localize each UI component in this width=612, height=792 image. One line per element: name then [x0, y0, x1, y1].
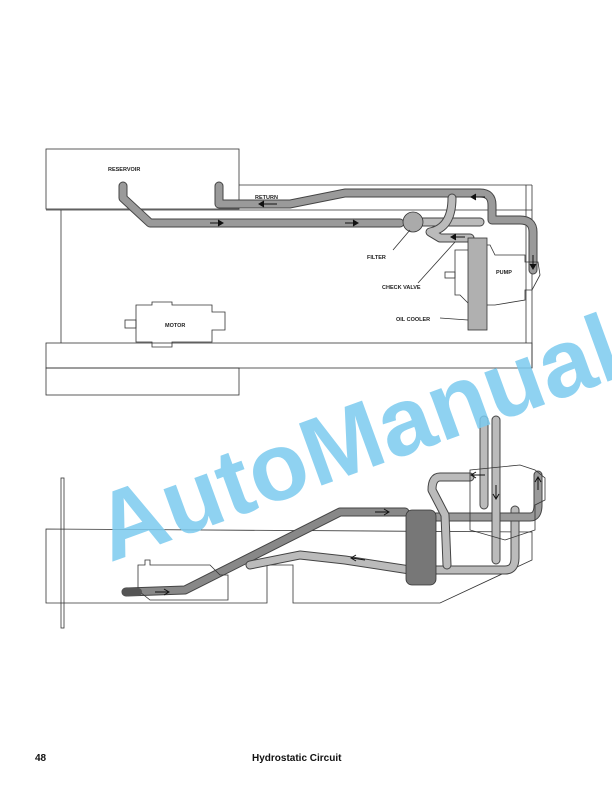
- top-diagram: RESERVOIR RETURN FILTER PUMP CHECK VALVE…: [45, 148, 541, 396]
- bottom-diagram: [45, 415, 546, 629]
- flow-arrows-bottom: [155, 471, 542, 596]
- reservoir-label: RESERVOIR: [108, 167, 140, 173]
- frame-rail: [45, 342, 533, 369]
- reservoir-box: [45, 148, 240, 210]
- page-footer-title: Hydrostatic Circuit: [252, 753, 342, 764]
- check-valve-label: CHECK VALVE: [382, 285, 421, 291]
- page-number: 48: [35, 753, 47, 764]
- oil-cooler-label: OIL COOLER: [396, 317, 430, 323]
- filter-element: [402, 211, 424, 233]
- pump-label: PUMP: [496, 270, 512, 276]
- filter-canister: [405, 509, 437, 586]
- motor-label: MOTOR: [165, 323, 185, 329]
- supply-line: [118, 181, 405, 228]
- oil-cooler: [467, 237, 488, 331]
- return-line: [214, 181, 538, 275]
- return-label: RETURN: [255, 195, 278, 201]
- motor-body: [135, 301, 226, 348]
- flow-arrows: [210, 193, 537, 270]
- filter-label: FILTER: [367, 255, 386, 261]
